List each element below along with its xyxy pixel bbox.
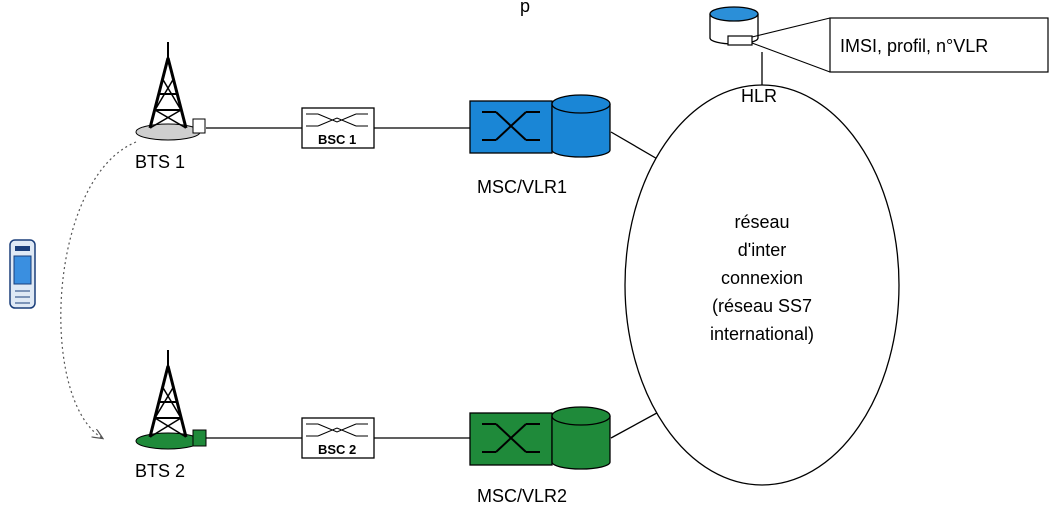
bts1-tower-icon [135, 42, 206, 141]
network-label: réseau d'inter connexion (réseau SS7 int… [710, 212, 814, 344]
hlr-callout-text: IMSI, profil, n°VLR [840, 36, 988, 56]
hlr-callout-line-top [751, 17, 831, 38]
network-label-line4: (réseau SS7 [712, 296, 812, 316]
bts2-tower-icon [135, 350, 207, 450]
msc-vlr2-icon [469, 406, 611, 470]
msc-vlr1-icon [469, 94, 611, 158]
hlr-label: HLR [741, 86, 777, 106]
hlr-database-icon [709, 6, 759, 46]
connection-lines [206, 52, 763, 439]
network-label-line2: d'inter [738, 240, 786, 260]
hlr-callout-box [829, 17, 1049, 73]
mobile-phone-icon [9, 239, 36, 309]
msc-vlr1-label: MSC/VLR1 [477, 177, 567, 197]
msc-vlr2-label: MSC/VLR2 [477, 486, 567, 506]
network-label-line3: connexion [721, 268, 803, 288]
bts2-label: BTS 2 [135, 461, 185, 481]
bsc1-label: BSC 1 [318, 132, 356, 147]
handover-arc [60, 141, 137, 438]
bts1-label: BTS 1 [135, 152, 185, 172]
interconnection-network-ellipse [624, 84, 900, 486]
hlr-callout-line-bottom [751, 42, 831, 73]
bsc2-label: BSC 2 [318, 442, 356, 457]
network-label-line5: international) [710, 324, 814, 344]
bsc2-box: BSC 2 [301, 417, 375, 459]
network-label-line1: réseau [734, 212, 789, 232]
top-partial-text: p [520, 0, 530, 16]
bsc1-box: BSC 1 [301, 107, 375, 149]
